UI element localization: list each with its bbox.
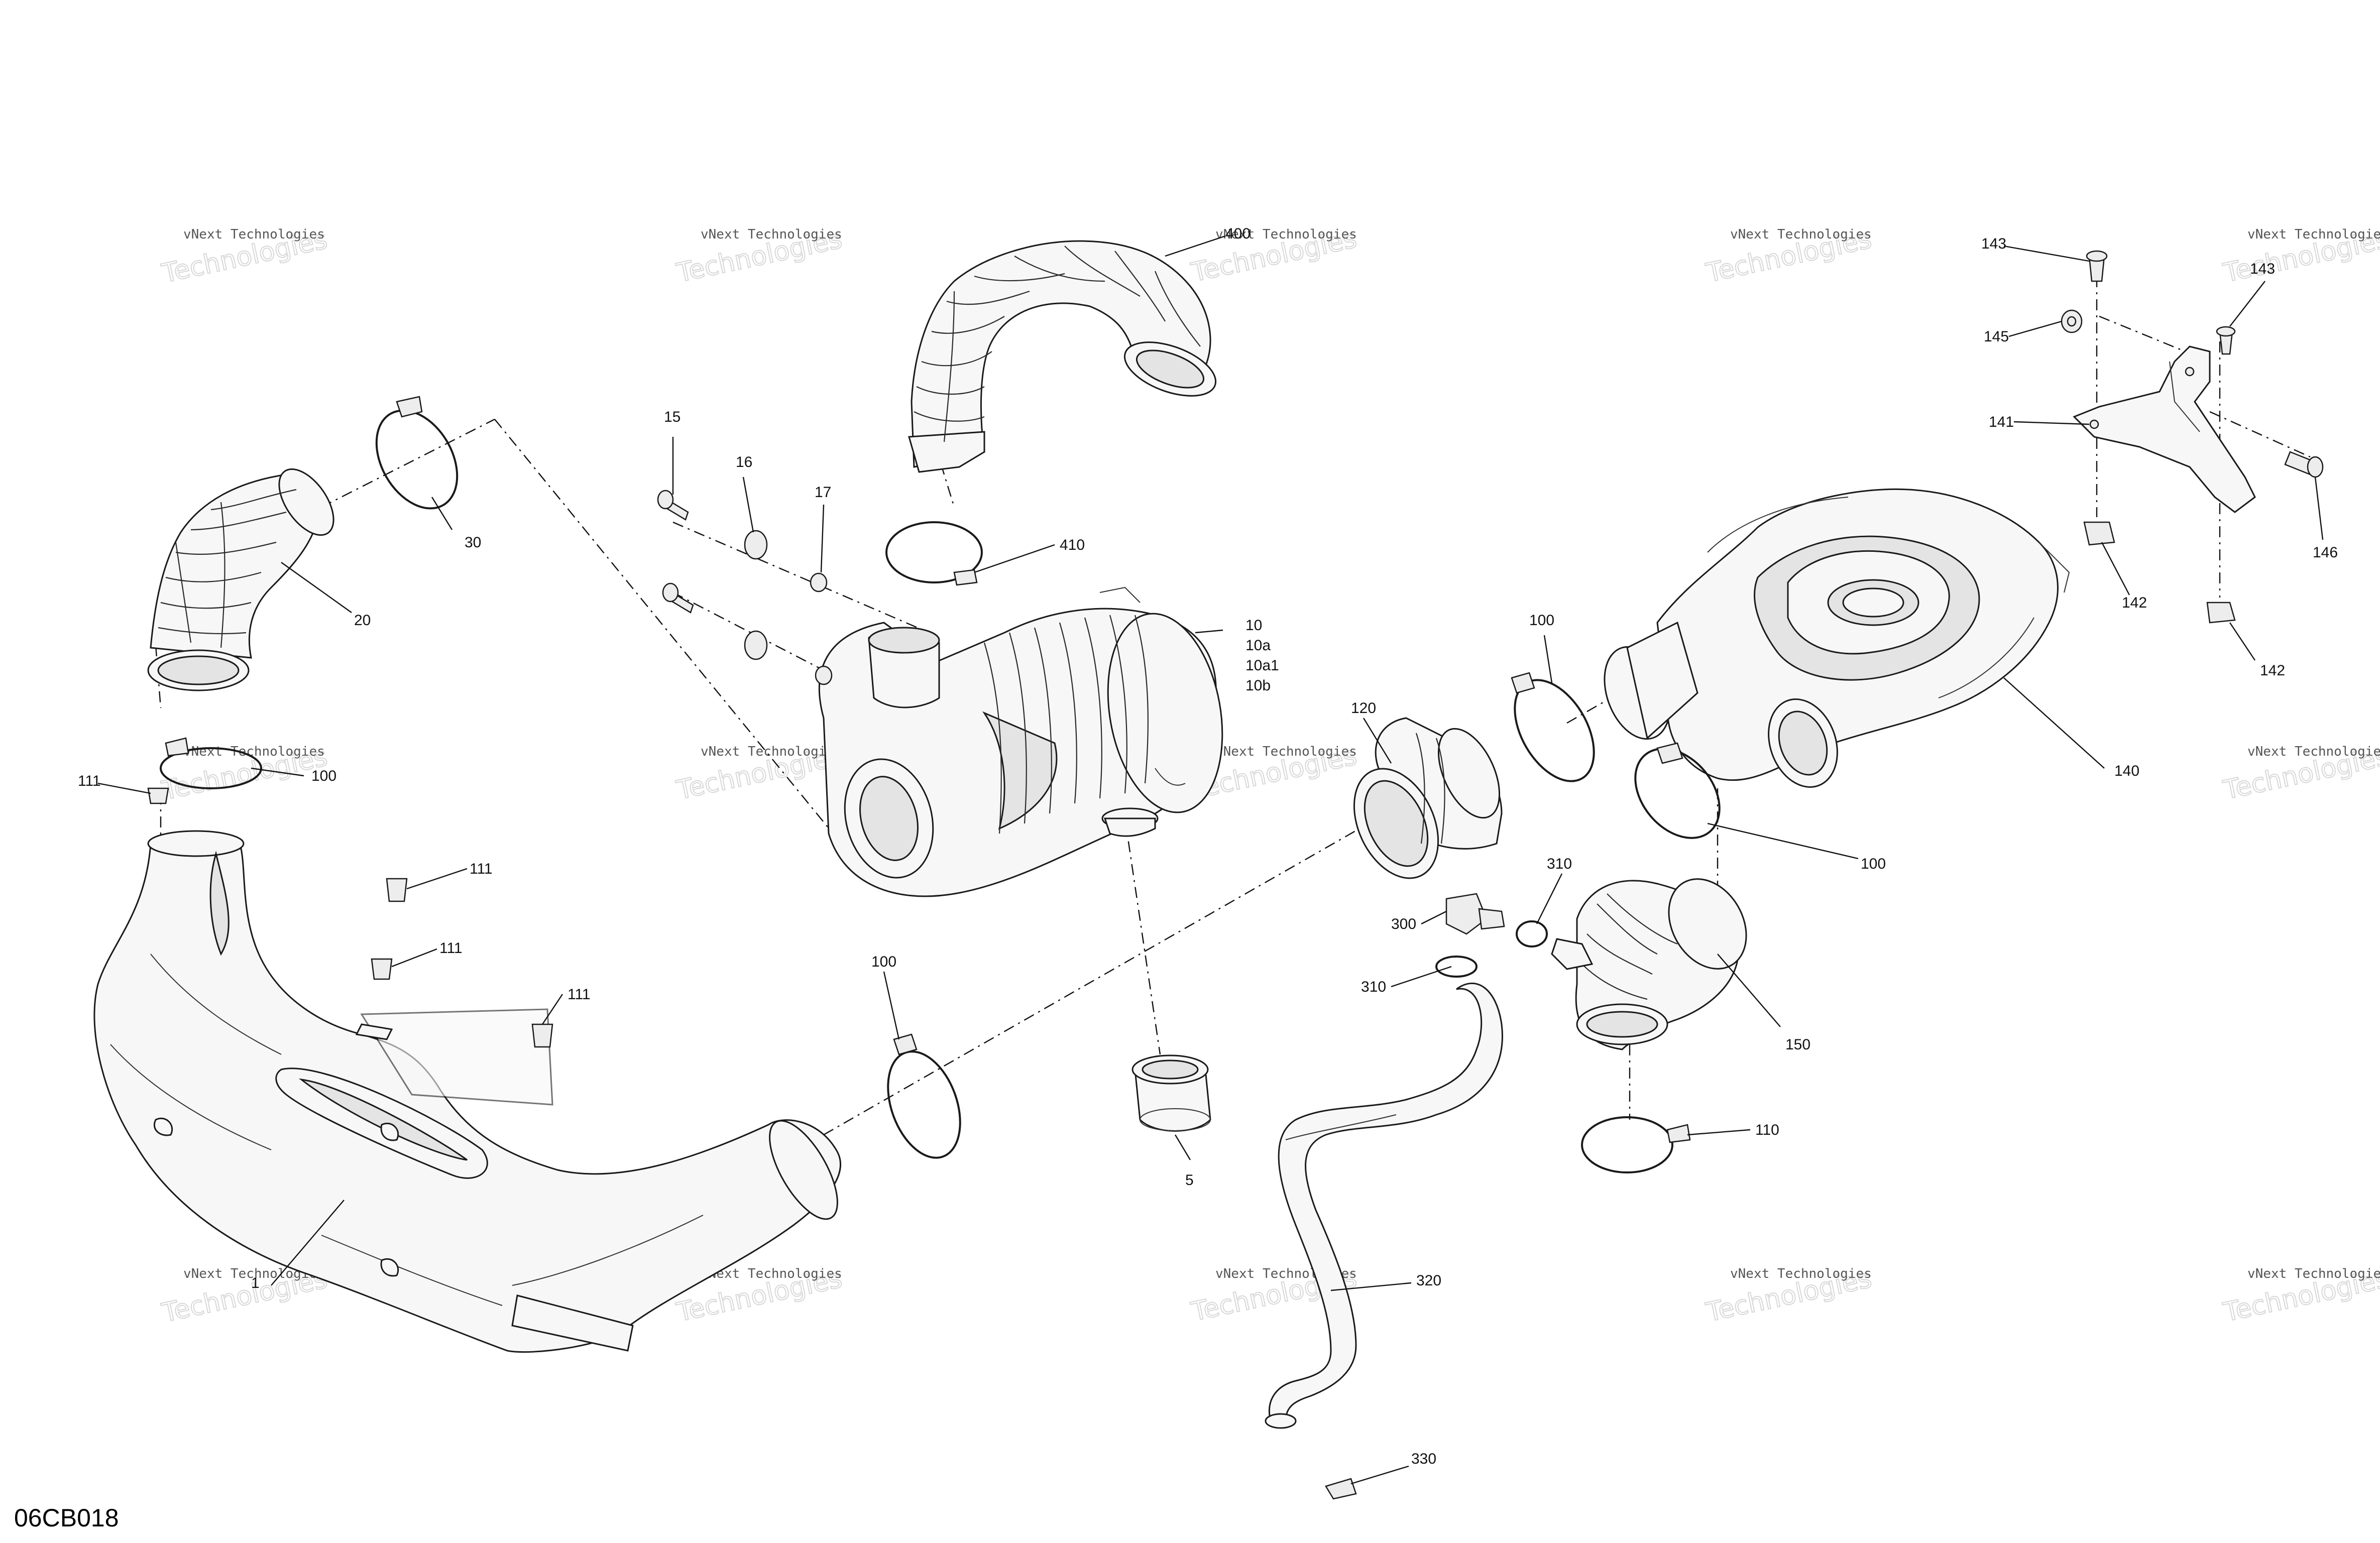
svg-text:vNext Technologies: vNext Technologies (1215, 227, 1357, 242)
callout-16: 16 (736, 454, 752, 470)
clamp-110 (1581, 1116, 1673, 1173)
callout-10b: 10b (1245, 677, 1271, 694)
clamp-100-right (1634, 748, 1721, 839)
callout-310: 310 (1361, 979, 1386, 995)
watermark: Technologies vNext Technologies (2220, 1263, 2380, 1328)
callout-143: 143 (1981, 235, 2006, 252)
watermark: Technologies vNext Technologies (2220, 741, 2380, 806)
clamp-410 (885, 521, 983, 583)
callout-150: 150 (1785, 1036, 1810, 1053)
callout-10a1: 10a1 (1245, 657, 1279, 674)
air-filter-housing (819, 586, 1223, 897)
callout-10a: 10a (1245, 637, 1271, 654)
sleeve (1131, 1054, 1211, 1132)
callout-5: 5 (1185, 1172, 1194, 1189)
silencer-box (1604, 488, 2070, 788)
watermark: Technologies vNext Technologies (159, 224, 330, 289)
elbow-duct (147, 468, 334, 691)
callout-111: 111 (78, 773, 101, 789)
svg-text:vNext Technologies: vNext Technologies (1215, 744, 1357, 759)
watermark: Technologies vNext Technologies (1703, 223, 1875, 289)
callout-111: 111 (470, 861, 493, 877)
callout-120: 120 (1351, 700, 1376, 717)
outlet-elbow (1551, 878, 1747, 1050)
callout-142: 142 (2122, 595, 2147, 611)
svg-text:vNext Technologies: vNext Technologies (701, 227, 842, 242)
watermark: Technologies vNext Technologies (2220, 223, 2380, 289)
callout-410: 410 (1060, 537, 1085, 553)
callout-labels: 15 16 17 400 410 10 10a 10a1 10b 30 20 1… (78, 225, 2338, 1467)
callout-10: 10 (1245, 617, 1262, 634)
callout-30: 30 (465, 534, 481, 551)
callout-100: 100 (1529, 612, 1554, 629)
callout-100: 100 (311, 768, 336, 784)
callout-110: 110 (1755, 1122, 1779, 1138)
callout-300: 300 (1391, 916, 1416, 932)
callout-400: 400 (1225, 225, 1251, 242)
watermark: Technologies vNext Technologies (1188, 223, 1360, 288)
callout-330: 330 (1411, 1451, 1436, 1467)
callout-15: 15 (664, 409, 681, 425)
callout-310: 310 (1547, 856, 1572, 872)
clamp-30 (375, 409, 459, 510)
callout-111: 111 (439, 940, 463, 957)
callout-17: 17 (815, 484, 831, 501)
svg-text:vNext Technologies: vNext Technologies (1730, 1266, 1872, 1281)
svg-text:vNext Technologies: vNext Technologies (183, 227, 325, 242)
callout-100: 100 (871, 954, 896, 970)
callout-1: 1 (251, 1275, 260, 1291)
callout-146: 146 (2313, 544, 2338, 561)
svg-text:vNext Technologies: vNext Technologies (2247, 227, 2380, 242)
callout-320: 320 (1416, 1272, 1441, 1289)
svg-text:vNext Technologies: vNext Technologies (2247, 1266, 2380, 1281)
lower-air-duct (93, 830, 841, 1353)
watermark: Technologies vNext Technologies (1703, 1263, 1875, 1328)
svg-text:vNext Technologies: vNext Technologies (2247, 744, 2380, 759)
coupler-120 (1353, 717, 1503, 879)
leader-lines (97, 235, 2324, 1485)
callout-100: 100 (1861, 856, 1886, 872)
svg-text:vNext Technologies: vNext Technologies (701, 744, 842, 759)
clamps (160, 396, 1721, 1173)
clamp-100-left (160, 747, 262, 789)
callout-142: 142 (2260, 662, 2285, 679)
svg-text:vNext Technologies: vNext Technologies (1730, 227, 1872, 242)
watermark: Technologies vNext Technologies (673, 223, 845, 289)
callout-145: 145 (1984, 328, 2009, 345)
callout-141: 141 (1989, 414, 2014, 430)
watermark: Technologies vNext Technologies (673, 741, 845, 806)
callout-20: 20 (354, 612, 371, 629)
upper-intake-duct (908, 240, 1217, 473)
hose (1265, 983, 1503, 1429)
clamp-100-lower (887, 1050, 961, 1159)
callout-143: 143 (2250, 261, 2275, 277)
bracket (2073, 345, 2256, 513)
drawing-code: 06CB018 (14, 1504, 119, 1532)
callout-111: 111 (568, 986, 591, 1003)
assembly-lines (155, 276, 2311, 1136)
callout-140: 140 (2114, 763, 2139, 779)
